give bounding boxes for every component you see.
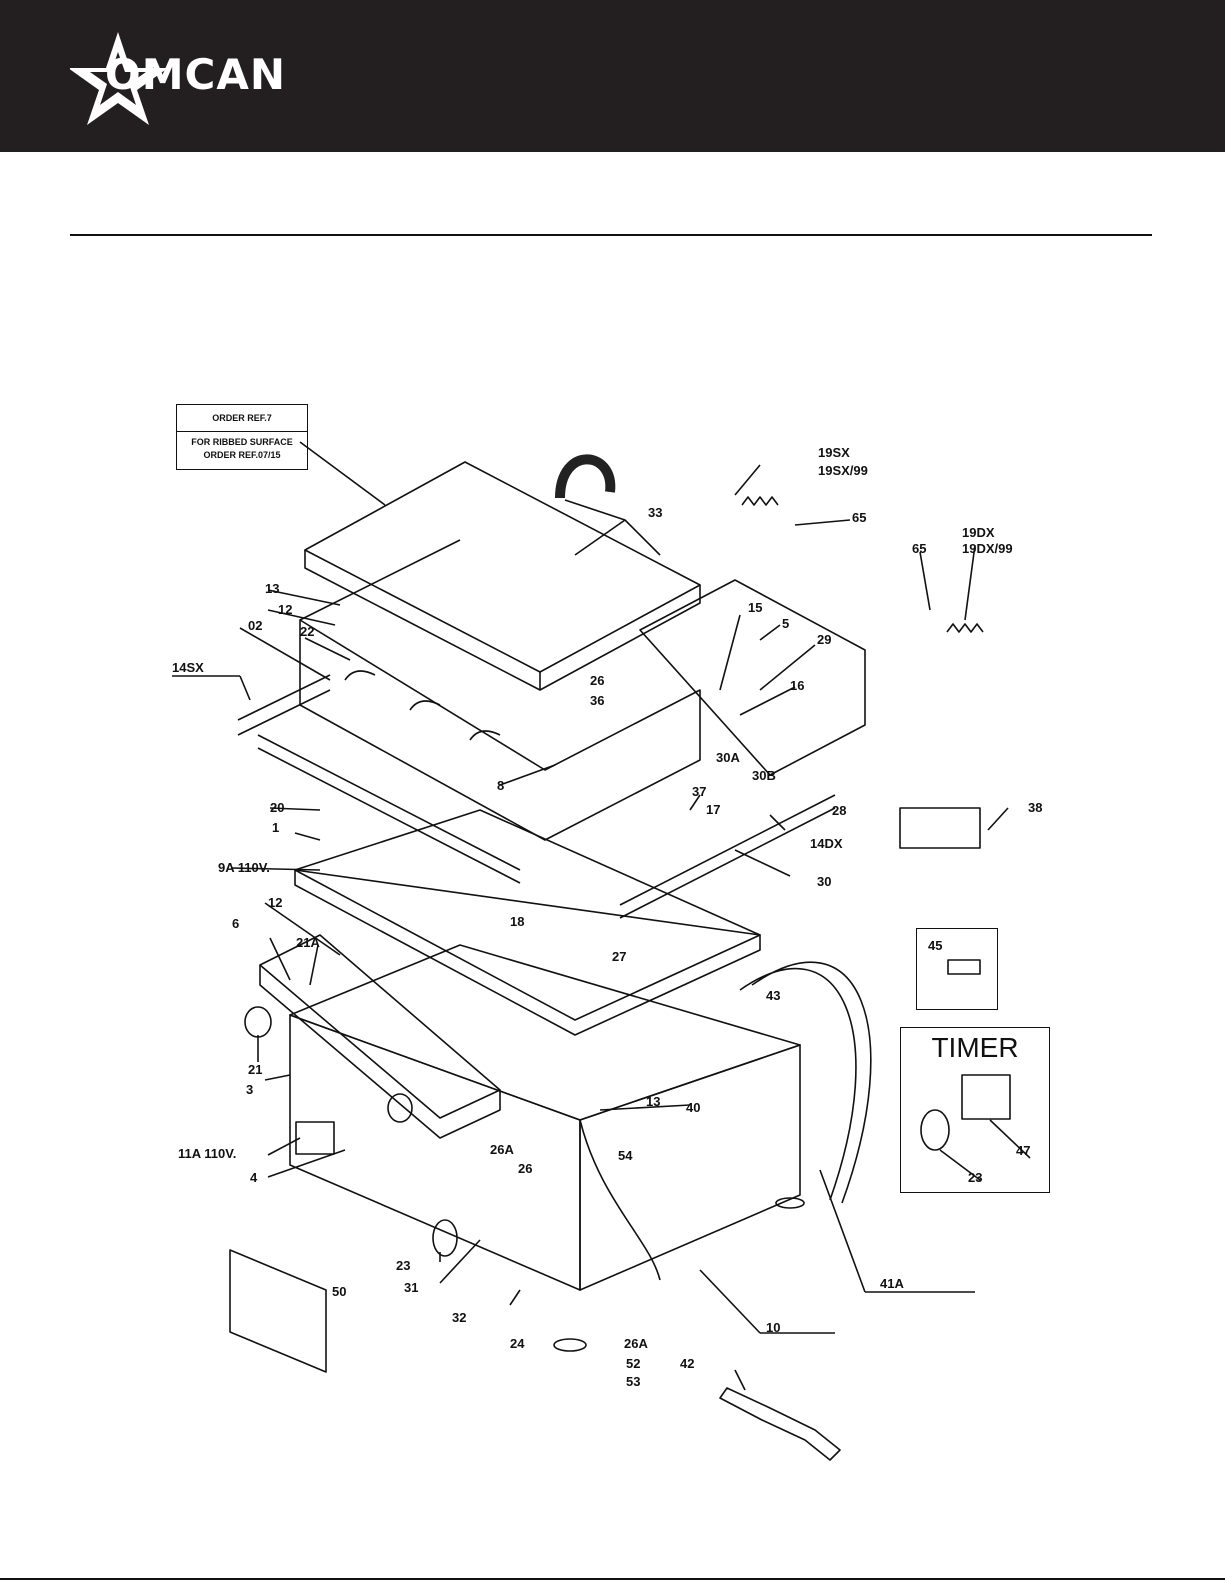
label-6: 6 — [232, 916, 239, 931]
label-43: 43 — [766, 988, 780, 1003]
label-30b: 30B — [752, 768, 776, 783]
label-21: 21 — [248, 1062, 262, 1077]
label-13a: 13 — [265, 581, 279, 596]
part-38 — [900, 808, 980, 848]
label-41a: 41A — [880, 1276, 904, 1291]
label-13b: 13 — [646, 1094, 660, 1109]
label-16: 16 — [790, 678, 804, 693]
label-1: 1 — [272, 820, 279, 835]
label-14sx: 14SX — [172, 660, 204, 675]
label-15: 15 — [748, 600, 762, 615]
label-9a: 9A 110V. — [218, 860, 270, 875]
power-cable — [740, 962, 871, 1203]
label-5: 5 — [782, 616, 789, 631]
label-52: 52 — [626, 1356, 640, 1371]
label-21a: 21A — [296, 935, 320, 950]
label-30a: 30A — [716, 750, 740, 765]
label-12b: 12 — [268, 895, 282, 910]
label-40: 40 — [686, 1100, 700, 1115]
label-33: 33 — [648, 505, 662, 520]
label-22: 22 — [300, 624, 314, 639]
label-27: 27 — [612, 949, 626, 964]
label-23a: 23 — [968, 1170, 982, 1185]
label-65b: 65 — [912, 541, 926, 556]
label-31: 31 — [404, 1280, 418, 1295]
label-4: 4 — [250, 1170, 258, 1185]
label-10: 10 — [766, 1320, 780, 1335]
label-02: 02 — [248, 618, 262, 633]
label-19sx: 19SX — [818, 445, 850, 460]
ribbed-grill-plate — [295, 810, 760, 1020]
upper-plate — [300, 620, 700, 840]
label-8: 8 — [497, 778, 504, 793]
label-26b: 26 — [518, 1161, 532, 1176]
label-38: 38 — [1028, 800, 1042, 815]
drip-tray — [260, 935, 500, 1118]
label-54: 54 — [618, 1148, 633, 1163]
label-11a: 11A 110V. — [178, 1146, 236, 1161]
label-20: 20 — [270, 800, 284, 815]
label-30: 30 — [817, 874, 831, 889]
hose-33 — [560, 459, 610, 498]
label-19dx: 19DX — [962, 525, 995, 540]
knob-23 — [433, 1220, 457, 1256]
wire-brush — [720, 1388, 840, 1460]
label-47: 47 — [1016, 1143, 1030, 1158]
label-24: 24 — [510, 1336, 525, 1351]
upper-heating-element — [345, 671, 500, 740]
base-side — [580, 1045, 800, 1290]
switch-11a — [296, 1122, 334, 1154]
label-36: 36 — [590, 693, 604, 708]
label-29: 29 — [817, 632, 831, 647]
spring-19sx — [742, 497, 778, 505]
knob-front — [388, 1094, 412, 1122]
knob-21 — [245, 1007, 271, 1037]
label-28: 28 — [832, 803, 846, 818]
label-17: 17 — [706, 802, 720, 817]
label-65a: 65 — [852, 510, 866, 525]
label-12a: 12 — [278, 602, 292, 617]
label-23b: 23 — [396, 1258, 410, 1273]
label-26a3: 26A — [624, 1336, 648, 1351]
label-53: 53 — [626, 1374, 640, 1389]
foot-24 — [554, 1339, 586, 1351]
timer-knob-23 — [921, 1110, 949, 1150]
timer-unit-47 — [962, 1075, 1010, 1119]
footer-rule — [0, 1578, 1225, 1580]
label-37: 37 — [692, 784, 706, 799]
label-50: 50 — [332, 1284, 346, 1299]
label-3: 3 — [246, 1082, 253, 1097]
label-19sx99: 19SX/99 — [818, 463, 868, 478]
label-42: 42 — [680, 1356, 694, 1371]
top-lid — [305, 462, 700, 672]
label-26a: 26 — [590, 673, 604, 688]
label-14dx: 14DX — [810, 836, 843, 851]
label-19dx99: 19DX/99 — [962, 541, 1013, 556]
plate-50 — [230, 1250, 326, 1372]
base-top — [290, 945, 800, 1120]
spring-19dx — [947, 624, 983, 632]
label-32: 32 — [452, 1310, 466, 1325]
label-26a2: 26A — [490, 1142, 514, 1157]
label-18: 18 — [510, 914, 524, 929]
label-45: 45 — [928, 938, 942, 953]
